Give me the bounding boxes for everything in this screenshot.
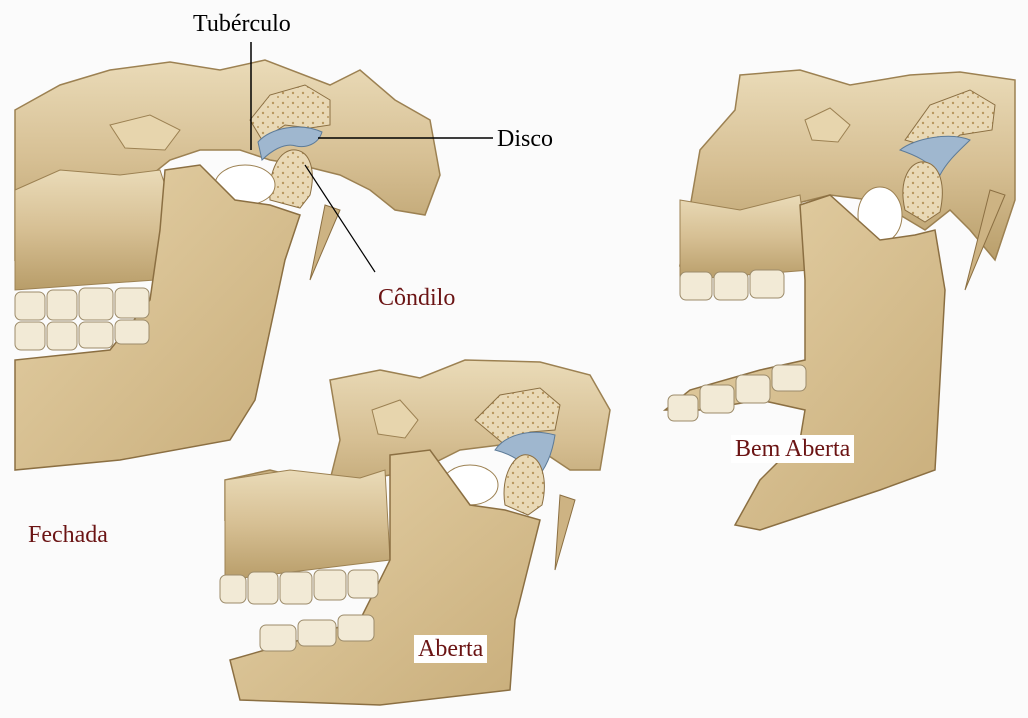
styloid-process — [964, 189, 1006, 291]
styloid-process — [309, 204, 341, 281]
label-fechada: Fechada — [28, 522, 108, 548]
maxilla — [224, 469, 391, 581]
articular-eminence — [804, 107, 851, 143]
label-bem-aberta: Bem Aberta — [731, 435, 855, 463]
label-condilo: Côndilo — [378, 285, 456, 311]
wide-open-jaw-view — [662, 69, 1016, 531]
upper-teeth — [219, 569, 379, 605]
condilo-leader — [304, 164, 376, 273]
label-disco: Disco — [497, 126, 553, 152]
condyle — [503, 454, 545, 516]
condyle — [902, 161, 943, 223]
articular-eminence — [109, 114, 181, 151]
articular-disc — [257, 126, 323, 161]
lower-teeth — [14, 319, 150, 351]
mandible — [662, 194, 946, 531]
upper-teeth — [14, 287, 150, 321]
closed-jaw-view — [14, 42, 493, 471]
articular-eminence — [371, 399, 419, 439]
lower-teeth — [667, 364, 807, 422]
styloid-process — [554, 494, 576, 571]
label-aberta: Aberta — [414, 635, 488, 663]
upper-teeth — [679, 269, 785, 301]
articular-disc — [898, 135, 971, 176]
skull-base — [14, 59, 441, 262]
lower-teeth — [259, 614, 375, 652]
condyle — [269, 149, 313, 209]
label-tuberculo: Tubérculo — [193, 11, 291, 37]
maxilla — [14, 169, 171, 291]
